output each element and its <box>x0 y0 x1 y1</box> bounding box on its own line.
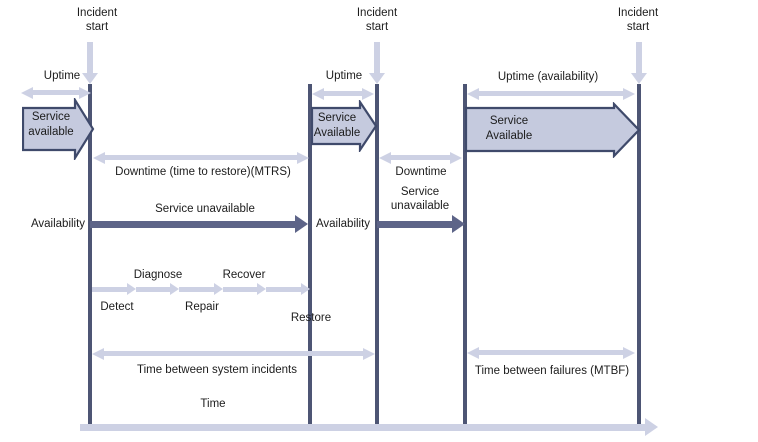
chain-arrow-restore <box>266 283 310 295</box>
block-arrow-shape <box>465 102 641 158</box>
chain-arrow-diagnose <box>135 283 180 295</box>
time-axis-label: Time <box>200 398 226 410</box>
repair-label: Repair <box>185 301 219 313</box>
diagnose-label: Diagnose <box>133 269 183 281</box>
timeline-restore-2 <box>463 84 467 425</box>
service-unavailable-label-left: Service unavailable <box>155 203 255 215</box>
service-available-line2: Available <box>313 126 361 139</box>
service-available-line2: Available <box>485 129 533 142</box>
service-available-block-arrow-middle: Service Available <box>311 100 378 152</box>
service-unavailable-label-middle: Service unavailable <box>390 186 450 213</box>
uptime-arrow-left <box>21 86 91 99</box>
service-available-text-left: Service available <box>22 110 80 140</box>
timeline-restore-1 <box>308 84 312 425</box>
incident-start-down-arrow-3 <box>631 42 647 84</box>
block-arrow-shape <box>22 98 95 160</box>
downtime-label-middle: Downtime <box>395 166 447 178</box>
service-unavailable-arrow-left <box>90 215 308 233</box>
timeline-incident-3 <box>637 84 641 425</box>
time-between-failures-label: Time between failures (MTBF) <box>474 365 630 377</box>
service-available-text-right: Service Available <box>473 114 545 144</box>
uptime-availability-label-right: Uptime (availability) <box>497 71 599 83</box>
uptime-label-middle: Uptime <box>325 70 363 82</box>
chain-arrow-recover <box>222 283 267 295</box>
downtime-mtrs-label: Downtime (time to restore)(MTRS) <box>115 166 291 178</box>
service-available-block-arrow-left: Service available <box>22 98 95 160</box>
downtime-arrow-middle <box>379 151 462 164</box>
recover-label: Recover <box>222 269 266 281</box>
service-available-line1: Service <box>31 111 71 123</box>
service-available-line2: available <box>28 125 74 138</box>
incident-start-label-3: Incident start <box>617 7 659 34</box>
timeline-incident-1 <box>88 84 92 425</box>
time-axis-arrow <box>80 418 658 436</box>
recovery-step-chain <box>92 283 310 295</box>
uptime-arrow-right <box>467 87 635 100</box>
downtime-mtrs-arrow <box>93 151 309 164</box>
time-between-system-incidents-arrow <box>92 347 375 360</box>
incident-start-label-1: Incident start <box>76 7 118 34</box>
time-between-system-incidents-label: Time between system incidents <box>136 364 297 376</box>
service-available-line1: Service <box>317 112 357 124</box>
incident-start-down-arrow-1 <box>82 42 98 84</box>
availability-label-left: Availability <box>30 218 86 230</box>
block-arrow-shape <box>311 100 378 152</box>
chain-arrow-detect <box>92 283 136 295</box>
service-available-line1: Service <box>489 115 529 127</box>
timeline-incident-2 <box>375 84 379 425</box>
restore-label: Restore <box>290 312 332 324</box>
service-unavailable-arrow-middle <box>377 215 465 233</box>
incident-start-down-arrow-2 <box>369 42 385 84</box>
service-available-block-arrow-right: Service Available <box>465 102 641 158</box>
chain-arrow-repair <box>179 283 223 295</box>
time-between-failures-arrow <box>467 346 635 359</box>
detect-label: Detect <box>100 301 134 313</box>
incident-start-label-2: Incident start <box>356 7 398 34</box>
service-available-text-middle: Service Available <box>311 111 363 141</box>
uptime-label-left: Uptime <box>43 70 81 82</box>
availability-label-middle: Availability <box>315 218 371 230</box>
uptime-arrow-middle <box>312 87 374 100</box>
